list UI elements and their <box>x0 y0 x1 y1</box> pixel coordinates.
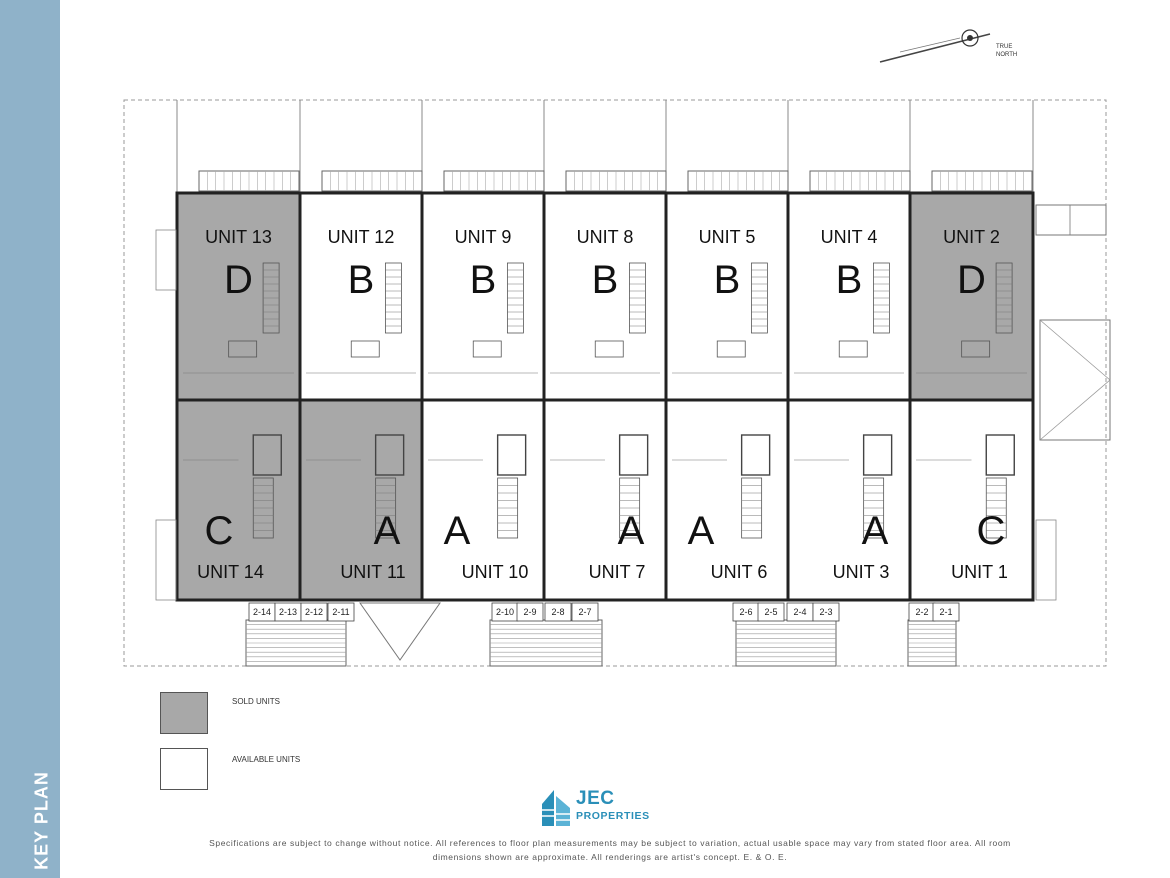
unit-unit-8[interactable]: UNIT 8 B <box>542 191 668 402</box>
unit-type-label: A <box>374 509 401 553</box>
unit-type-label: C <box>205 509 234 553</box>
unit-unit-9[interactable]: UNIT 9 B <box>420 191 546 402</box>
rear-decks <box>198 170 1033 192</box>
address-labels: 2-14 2-13 2-12 2-11 2-10 2-9 2-8 2-7 2-6 2-5 2-4 2-… <box>248 602 960 622</box>
unit-type-label: B <box>592 258 619 302</box>
unit-unit-13[interactable]: UNIT 13 D <box>175 191 302 402</box>
unit-type-label: D <box>224 258 253 302</box>
unit-unit-3[interactable]: UNIT 3 A <box>786 398 912 602</box>
unit-unit-10[interactable]: UNIT 10 A <box>420 398 546 602</box>
north-label-1: TRUE <box>996 44 1012 50</box>
address-label: 2-11 <box>332 607 349 617</box>
disclaimer: Specifications are subject to change wit… <box>115 836 1105 864</box>
north-arrow-icon: TRUE NORTH <box>879 29 1017 63</box>
north-label-2: NORTH <box>996 52 1017 58</box>
unit-type-label: B <box>836 258 863 302</box>
disclaimer-line-2: dimensions shown are approximate. All re… <box>432 852 788 862</box>
unit-unit-14[interactable]: UNIT 14 C <box>175 398 302 602</box>
address-label: 2-3 <box>819 607 832 617</box>
unit-type-label: A <box>688 509 715 553</box>
legend-sold-swatch <box>160 692 208 734</box>
unit-name-label: UNIT 3 <box>833 562 890 582</box>
address-label: 2-5 <box>764 607 777 617</box>
jec-logo: JEC PROPERTIES <box>540 786 670 828</box>
address-label: 2-13 <box>279 607 297 617</box>
logo-text-jec: JEC <box>576 788 615 809</box>
unit-name-label: UNIT 13 <box>205 227 272 247</box>
unit-unit-11[interactable]: UNIT 11 A <box>298 398 424 602</box>
address-label: 2-12 <box>305 607 323 617</box>
unit-name-label: UNIT 4 <box>821 227 878 247</box>
unit-name-label: UNIT 9 <box>455 227 512 247</box>
address-label: 2-6 <box>739 607 752 617</box>
unit-unit-5[interactable]: UNIT 5 B <box>664 191 790 402</box>
address-label: 2-14 <box>253 607 271 617</box>
legend-available-label: AVAILABLE UNITS <box>232 755 301 764</box>
disclaimer-line-1: Specifications are subject to change wit… <box>209 838 1011 848</box>
unit-name-label: UNIT 8 <box>577 227 634 247</box>
unit-unit-4[interactable]: UNIT 4 B <box>786 191 912 402</box>
unit-name-label: UNIT 14 <box>197 562 264 582</box>
unit-type-label: B <box>470 258 497 302</box>
unit-type-label: C <box>977 509 1006 553</box>
building-logo-icon <box>542 790 570 826</box>
unit-type-label: B <box>714 258 741 302</box>
unit-unit-1[interactable]: UNIT 1 C <box>908 398 1035 602</box>
side-features <box>155 204 1111 661</box>
unit-name-label: UNIT 1 <box>951 562 1008 582</box>
unit-unit-2[interactable]: UNIT 2 D <box>908 191 1035 402</box>
site-boundary <box>123 99 1107 667</box>
address-label: 2-4 <box>793 607 806 617</box>
address-label: 2-10 <box>496 607 514 617</box>
unit-name-label: UNIT 7 <box>589 562 646 582</box>
unit-name-label: UNIT 2 <box>943 227 1000 247</box>
unit-unit-7[interactable]: UNIT 7 A <box>542 398 668 602</box>
legend-sold-label: SOLD UNITS <box>232 697 281 706</box>
unit-unit-6[interactable]: UNIT 6 A <box>664 398 790 602</box>
legend-available-swatch <box>160 748 208 790</box>
address-label: 2-2 <box>915 607 928 617</box>
front-steps <box>245 619 957 667</box>
unit-type-label: D <box>957 258 986 302</box>
unit-name-label: UNIT 10 <box>462 562 529 582</box>
address-label: 2-8 <box>551 607 564 617</box>
unit-type-label: A <box>444 509 471 553</box>
unit-name-label: UNIT 5 <box>699 227 756 247</box>
address-label: 2-7 <box>578 607 591 617</box>
unit-type-label: B <box>348 258 375 302</box>
logo-text-properties: PROPERTIES <box>576 810 650 822</box>
address-label: 2-9 <box>523 607 536 617</box>
unit-name-label: UNIT 11 <box>340 562 405 582</box>
unit-name-label: UNIT 6 <box>711 562 768 582</box>
unit-type-label: A <box>618 509 645 553</box>
address-label: 2-1 <box>939 607 952 617</box>
unit-unit-12[interactable]: UNIT 12 B <box>298 191 424 402</box>
unit-name-label: UNIT 12 <box>328 227 395 247</box>
unit-type-label: A <box>862 509 889 553</box>
sidebar-band: KEY PLAN <box>0 0 60 878</box>
